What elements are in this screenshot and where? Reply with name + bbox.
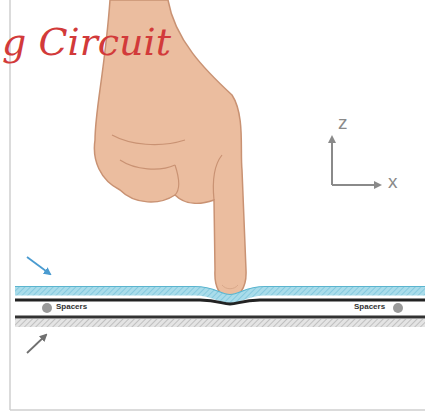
pointer-arrow <box>27 335 46 353</box>
part-label: Spacers <box>354 303 385 312</box>
axis-label: z <box>338 113 348 134</box>
spacer-dot <box>393 303 403 313</box>
bottom-layer <box>15 319 425 327</box>
x-axis <box>332 184 380 186</box>
part-label: Spacers <box>56 303 87 312</box>
handwritten-title: g Circuit <box>2 22 171 64</box>
spacer-dot <box>42 303 52 313</box>
bottom-conductive-layer <box>15 316 425 319</box>
axis-label: x <box>388 172 398 193</box>
frame-line <box>10 409 425 411</box>
pointer-arrow <box>27 257 50 274</box>
z-axis <box>331 137 333 185</box>
